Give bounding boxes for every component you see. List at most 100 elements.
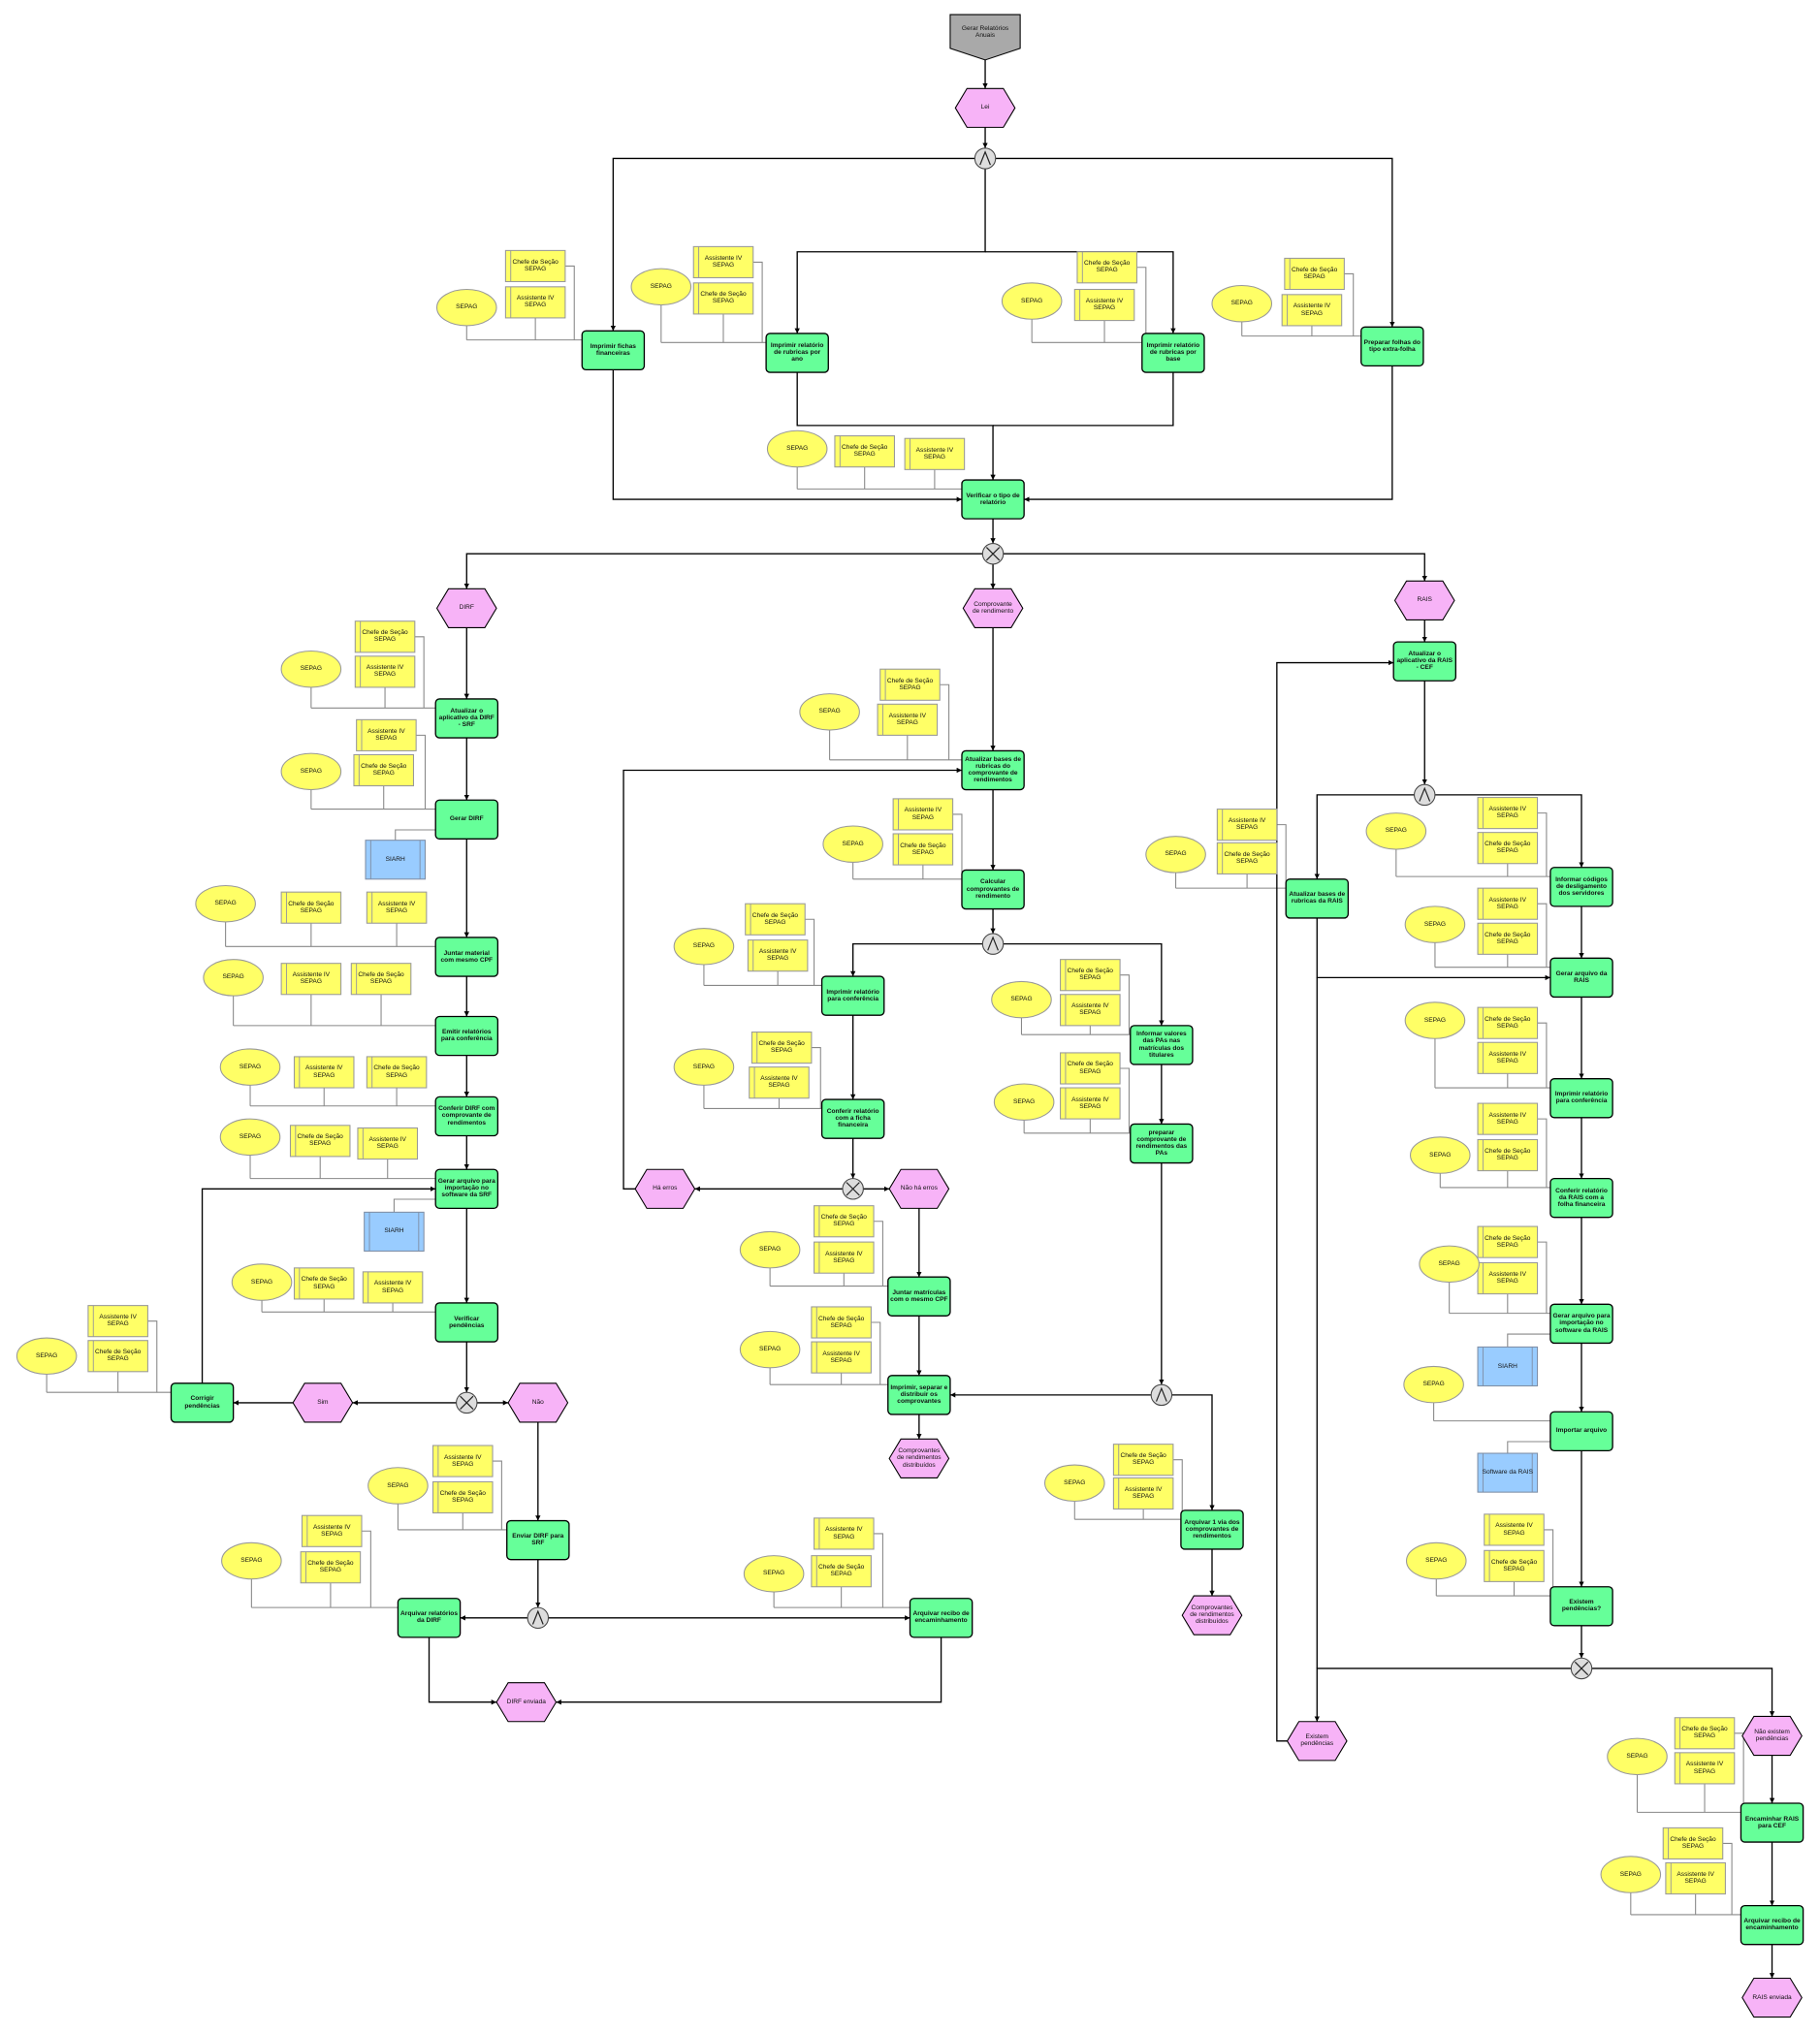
- role-box[interactable]: [1477, 832, 1539, 865]
- role-box[interactable]: [1484, 1513, 1545, 1546]
- event-hexagon[interactable]: [1741, 1977, 1803, 2018]
- process-interface-start[interactable]: [949, 14, 1021, 61]
- function-box[interactable]: [1549, 1411, 1613, 1452]
- organization-unit-ellipse[interactable]: [1405, 1541, 1467, 1580]
- event-hexagon[interactable]: [507, 1382, 569, 1423]
- role-box[interactable]: [1477, 797, 1539, 830]
- application-system-box[interactable]: [1477, 1452, 1539, 1493]
- role-box[interactable]: [692, 245, 754, 279]
- function-box[interactable]: [170, 1382, 235, 1423]
- role-box[interactable]: [431, 1480, 494, 1514]
- function-box[interactable]: [506, 1519, 570, 1561]
- organization-unit-ellipse[interactable]: [673, 1048, 735, 1086]
- function-box[interactable]: [434, 698, 499, 739]
- role-box[interactable]: [1216, 809, 1278, 842]
- role-box[interactable]: [504, 286, 566, 319]
- function-box[interactable]: [1130, 1123, 1194, 1164]
- function-box[interactable]: [1180, 1509, 1244, 1550]
- organization-unit-ellipse[interactable]: [1600, 1856, 1662, 1893]
- function-box[interactable]: [1549, 1078, 1613, 1119]
- role-box[interactable]: [300, 1551, 362, 1584]
- role-box[interactable]: [1477, 1261, 1539, 1295]
- function-box[interactable]: [887, 1276, 951, 1317]
- organization-unit-ellipse[interactable]: [195, 884, 256, 923]
- role-box[interactable]: [356, 718, 417, 751]
- role-box[interactable]: [357, 1127, 419, 1160]
- function-box[interactable]: [961, 479, 1025, 520]
- role-box[interactable]: [1060, 994, 1121, 1027]
- function-box[interactable]: [434, 799, 499, 841]
- application-system-box[interactable]: [1477, 1346, 1539, 1387]
- role-box[interactable]: [877, 703, 939, 736]
- role-box[interactable]: [1477, 1006, 1539, 1039]
- function-box[interactable]: [820, 975, 885, 1016]
- role-box[interactable]: [1281, 294, 1343, 327]
- organization-unit-ellipse[interactable]: [280, 752, 342, 791]
- function-box[interactable]: [1740, 1904, 1804, 1946]
- role-box[interactable]: [1073, 288, 1135, 322]
- organization-unit-ellipse[interactable]: [367, 1467, 429, 1505]
- function-box[interactable]: [434, 1168, 499, 1210]
- function-box[interactable]: [581, 330, 646, 371]
- role-box[interactable]: [350, 963, 412, 996]
- role-box[interactable]: [814, 1241, 875, 1274]
- function-box[interactable]: [434, 937, 499, 977]
- organization-unit-ellipse[interactable]: [991, 980, 1052, 1019]
- organization-unit-ellipse[interactable]: [1607, 1737, 1668, 1776]
- event-hexagon[interactable]: [962, 588, 1024, 628]
- role-box[interactable]: [892, 833, 954, 866]
- event-hexagon[interactable]: [495, 1682, 558, 1723]
- organization-unit-ellipse[interactable]: [1001, 282, 1063, 320]
- function-box[interactable]: [1285, 878, 1350, 919]
- role-box[interactable]: [879, 668, 941, 701]
- organization-unit-ellipse[interactable]: [1365, 812, 1427, 850]
- organization-unit-ellipse[interactable]: [630, 268, 692, 306]
- function-box[interactable]: [1130, 1025, 1194, 1065]
- role-box[interactable]: [87, 1305, 148, 1338]
- role-box[interactable]: [1112, 1477, 1174, 1510]
- role-box[interactable]: [431, 1445, 494, 1477]
- role-box[interactable]: [1076, 251, 1137, 284]
- organization-unit-ellipse[interactable]: [219, 1118, 281, 1157]
- role-box[interactable]: [280, 963, 342, 996]
- organization-unit-ellipse[interactable]: [739, 1330, 801, 1369]
- function-box[interactable]: [1141, 333, 1205, 373]
- event-hexagon[interactable]: [1286, 1721, 1348, 1762]
- organization-unit-ellipse[interactable]: [993, 1083, 1055, 1121]
- role-box[interactable]: [1060, 959, 1121, 992]
- role-box[interactable]: [362, 1271, 424, 1304]
- function-box[interactable]: [434, 1015, 499, 1057]
- organization-unit-ellipse[interactable]: [1044, 1464, 1105, 1503]
- organization-unit-ellipse[interactable]: [1145, 836, 1206, 874]
- role-box[interactable]: [1060, 1087, 1121, 1120]
- role-box[interactable]: [354, 655, 416, 688]
- role-box[interactable]: [1674, 1717, 1736, 1750]
- organization-unit-ellipse[interactable]: [1211, 284, 1273, 323]
- event-hexagon[interactable]: [888, 1438, 950, 1478]
- role-box[interactable]: [749, 1066, 810, 1099]
- organization-unit-ellipse[interactable]: [739, 1230, 801, 1269]
- application-system-box[interactable]: [365, 840, 427, 880]
- role-box[interactable]: [1665, 1861, 1726, 1895]
- role-box[interactable]: [811, 1341, 872, 1374]
- organization-unit-ellipse[interactable]: [822, 825, 883, 863]
- role-box[interactable]: [289, 1125, 351, 1158]
- organization-unit-ellipse[interactable]: [203, 959, 264, 997]
- role-box[interactable]: [811, 1306, 872, 1339]
- event-hexagon[interactable]: [1741, 1715, 1803, 1757]
- function-box[interactable]: [434, 1096, 499, 1137]
- role-box[interactable]: [1662, 1827, 1724, 1860]
- function-box[interactable]: [961, 749, 1025, 791]
- organization-unit-ellipse[interactable]: [16, 1337, 78, 1376]
- event-hexagon[interactable]: [292, 1382, 354, 1423]
- role-box[interactable]: [293, 1056, 355, 1089]
- event-hexagon[interactable]: [1393, 580, 1455, 620]
- function-box[interactable]: [1740, 1802, 1804, 1843]
- role-box[interactable]: [366, 891, 428, 924]
- role-box[interactable]: [1484, 1549, 1545, 1582]
- function-box[interactable]: [765, 333, 829, 373]
- function-box[interactable]: [397, 1598, 462, 1638]
- organization-unit-ellipse[interactable]: [1404, 905, 1466, 943]
- role-box[interactable]: [1477, 922, 1539, 955]
- role-box[interactable]: [892, 798, 954, 831]
